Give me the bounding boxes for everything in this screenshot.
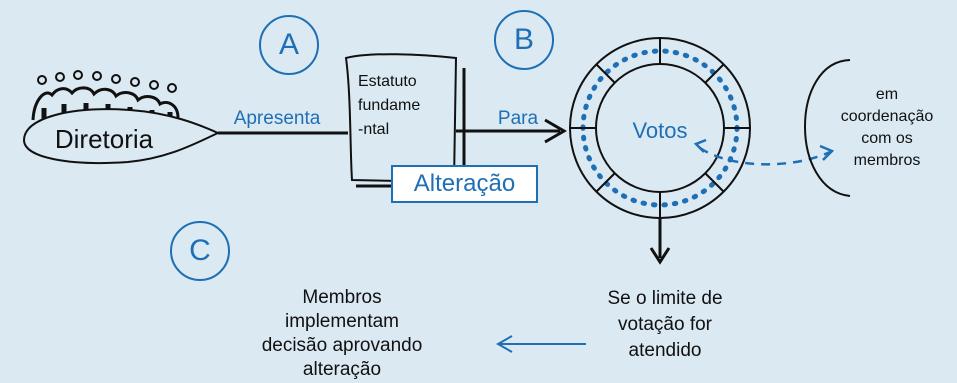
bottom-left-arrowhead xyxy=(495,335,513,353)
apresenta-label: Apresenta xyxy=(233,108,321,129)
coordination-label: em coordenação com os membros xyxy=(840,86,934,169)
threshold-label: Se o limite de votação for atendido xyxy=(607,288,723,361)
para-label: Para xyxy=(497,108,539,129)
coordination-arc xyxy=(804,59,851,197)
para-arrowhead xyxy=(544,118,567,144)
coordination-dashed-arrow xyxy=(699,146,831,166)
step-c-badge: C xyxy=(170,221,230,281)
votos-ring xyxy=(569,37,751,219)
estatuto-label: Estatuto fundame -ntal xyxy=(358,73,421,138)
alteracao-box xyxy=(391,165,538,203)
down-arrowhead xyxy=(649,247,671,265)
members-label: Membros implementam decisão aprovando al… xyxy=(261,287,423,380)
votos-label: Votos xyxy=(632,118,688,143)
alteracao-label: Alteração xyxy=(413,170,516,197)
coordination-arrowhead-left xyxy=(693,138,707,153)
step-b-badge: B xyxy=(494,10,554,70)
diretoria-label: Diretoria xyxy=(54,124,154,154)
coordination-arrowhead-right xyxy=(819,144,835,161)
step-a-badge: A xyxy=(259,15,319,75)
